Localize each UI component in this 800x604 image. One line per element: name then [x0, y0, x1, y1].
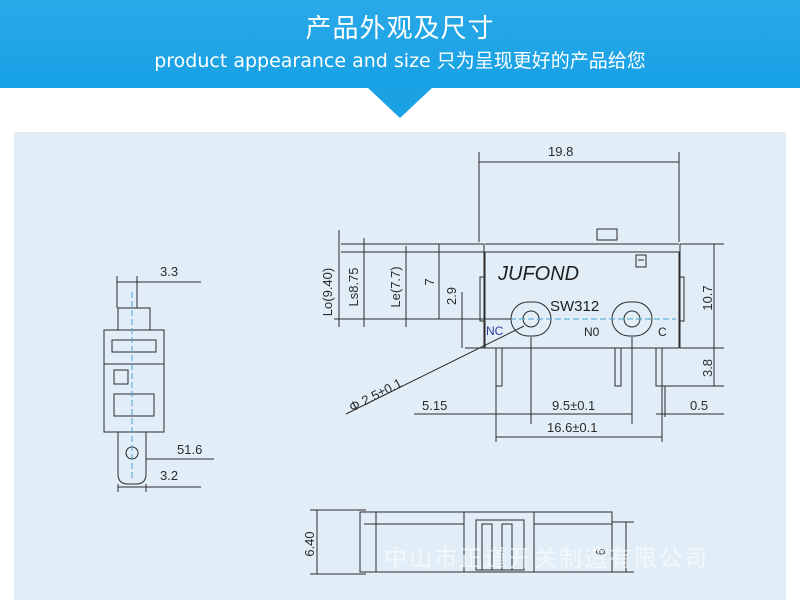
dim-side-tab: 51.6	[177, 442, 202, 457]
dim-bottom-h: 6.40	[302, 531, 317, 556]
company-watermark: 中山市正道开关制造有限公司	[384, 545, 709, 571]
terminal-c	[655, 347, 663, 387]
dim-seven: 7	[422, 278, 437, 285]
pin-label-c: C	[658, 325, 667, 339]
dim-side-bottom: 3.2	[160, 468, 178, 483]
dim-ls: Ls8.75	[346, 267, 361, 306]
terminal-nc	[495, 347, 503, 387]
dim-side-top: 3.3	[160, 264, 178, 279]
banner-pointer	[368, 88, 432, 118]
dim-pin-len: 3.8	[700, 359, 715, 377]
terminal-no	[614, 347, 622, 387]
dim-lo: Lo(9.40)	[320, 268, 335, 316]
dim-offset: 5.15	[422, 398, 447, 413]
model-label: SW312	[550, 298, 599, 315]
pin-label-nc: NC	[486, 324, 504, 338]
pin-label-no: N0	[584, 325, 600, 339]
dim-height: 10.7	[700, 285, 715, 310]
dim-le: Le(7.7)	[388, 266, 403, 307]
page-title: 产品外观及尺寸	[305, 14, 495, 44]
dim-hole-dia: Φ 2.5±0.1	[347, 375, 405, 414]
front-view: 19.8 JUFOND SW312 NC N0 C	[320, 144, 724, 442]
dim-overall-length: 19.8	[548, 144, 573, 159]
brand-label: JUFOND	[497, 263, 579, 285]
dim-pin-span: 16.6±0.1	[547, 420, 598, 435]
dim-bottom-six: 6	[593, 548, 608, 555]
bottom-view: 6.40 6	[302, 509, 634, 575]
dim-pin-pitch: 9.5±0.1	[552, 398, 595, 413]
header-banner: 产品外观及尺寸 product appearance and size 只为呈现…	[0, 0, 800, 88]
dim-two-nine: 2.9	[444, 287, 459, 305]
drawing-panel: 3.3 51.6 3.2 19.8	[14, 132, 786, 600]
dim-pin-thk: 0.5	[690, 398, 708, 413]
side-view: 3.3 51.6 3.2	[103, 264, 214, 492]
page-subtitle: product appearance and size 只为呈现更好的产品给您	[154, 50, 646, 72]
technical-drawing: 3.3 51.6 3.2 19.8	[103, 144, 724, 575]
